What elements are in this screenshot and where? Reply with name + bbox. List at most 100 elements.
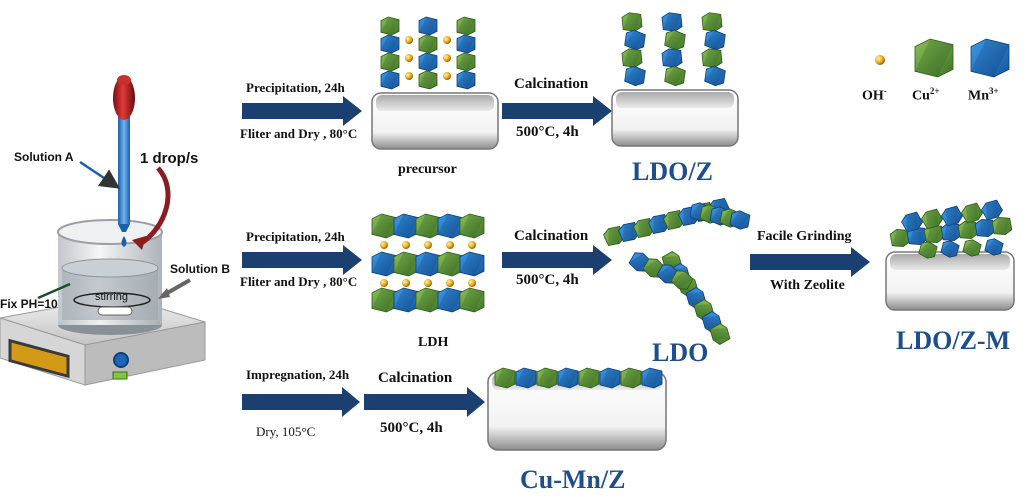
- oh-ion-icon: [405, 54, 413, 62]
- cu-octahedron-icon: [962, 239, 982, 257]
- mn-octahedron-icon: [418, 52, 438, 72]
- oh-ion-icon: [443, 72, 451, 80]
- row3-step1-bottom-label: Dry, 105°C: [256, 424, 316, 439]
- mn-octahedron-icon: [661, 48, 683, 68]
- cu-octahedron-icon: [536, 367, 558, 389]
- row3-step1-top-label: Impregnation, 24h: [246, 367, 350, 382]
- oh-ion-icon: [468, 279, 476, 287]
- legend-mn-icon: [970, 38, 1010, 78]
- row1-step2-top-label: Calcination: [514, 76, 589, 92]
- cu-octahedron-icon: [494, 367, 516, 389]
- legend-cu-label: Cu2+: [912, 86, 940, 104]
- row2-step3-top-label: Facile Grinding: [757, 229, 852, 244]
- cu-octahedron-icon: [918, 241, 938, 259]
- mn-octahedron-icon: [459, 251, 485, 277]
- mn-octahedron-icon: [393, 213, 419, 239]
- mn-octahedron-icon: [437, 213, 463, 239]
- mn-octahedron-icon: [940, 240, 960, 258]
- row1-step2-bottom-label: 500°C, 4h: [516, 124, 579, 140]
- cu-octahedron-icon: [670, 270, 694, 290]
- row2-step1-bottom-label: Fliter and Dry , 80°C: [240, 274, 358, 289]
- flow-arrows: [242, 96, 870, 417]
- arrow-row2-step1: [242, 245, 362, 275]
- row2-step2-bottom-label: 500°C, 4h: [516, 272, 579, 288]
- drop-rate-label: 1 drop/s: [140, 150, 199, 167]
- mn-octahedron-icon: [415, 251, 441, 277]
- ldo-label: LDO: [652, 338, 709, 367]
- knob-icon: [113, 352, 129, 368]
- block-ldo-z: [611, 89, 739, 147]
- ldh-label: LDH: [418, 335, 449, 350]
- mn-octahedron-icon: [418, 16, 438, 36]
- legend-oh-label: OH-: [862, 86, 887, 104]
- mn-octahedron-icon: [380, 34, 400, 54]
- cu-octahedron-icon: [621, 12, 643, 32]
- cu-octahedron-icon: [621, 48, 643, 68]
- droplet-icon: [121, 236, 127, 247]
- arrow-row1-step2: [502, 96, 612, 126]
- oh-ion-icon: [380, 279, 388, 287]
- cu-octahedron-icon: [578, 367, 600, 389]
- oh-ion-icon: [443, 54, 451, 62]
- cu-octahedron-icon: [456, 52, 476, 72]
- solution-b-label: Solution B: [170, 262, 230, 276]
- mn-octahedron-icon: [981, 199, 1003, 221]
- mn-octahedron-icon: [941, 205, 963, 227]
- crystal-structures: [371, 12, 1013, 389]
- cu-octahedron-icon: [459, 213, 485, 239]
- precursor-label: precursor: [398, 162, 457, 177]
- row1-step1-top-label: Precipitation, 24h: [246, 80, 345, 95]
- stir-bar-icon: [97, 306, 133, 316]
- legend-oh-icon: [875, 55, 885, 65]
- cu-octahedron-icon: [664, 29, 686, 51]
- mn-octahedron-icon: [901, 211, 923, 233]
- mn-octahedron-icon: [437, 287, 463, 313]
- solution-a-label: Solution A: [14, 150, 74, 164]
- cu-octahedron-icon: [418, 34, 438, 54]
- mn-octahedron-icon: [641, 367, 663, 389]
- block-ldo-z-m: [885, 251, 1015, 311]
- mn-octahedron-icon: [661, 12, 683, 32]
- pipette-bulb-icon: [113, 76, 135, 120]
- pipette-icon: [118, 110, 130, 224]
- mn-octahedron-icon: [515, 367, 537, 389]
- cu-octahedron-icon: [889, 229, 911, 247]
- mn-octahedron-icon: [704, 29, 726, 51]
- mn-octahedron-icon: [624, 65, 646, 87]
- ldo-z-label: LDO/Z: [632, 157, 713, 186]
- cu-octahedron-icon: [701, 48, 723, 68]
- oh-ion-icon: [468, 241, 476, 249]
- zeolite-blocks: [371, 89, 1015, 451]
- row2-step2-top-label: Calcination: [514, 228, 589, 244]
- curved-arrow-icon: [138, 166, 171, 247]
- indicator-light: [112, 371, 128, 380]
- cu-octahedron-icon: [921, 208, 943, 230]
- arrow-row1-step1: [242, 96, 362, 126]
- mn-octahedron-icon: [974, 219, 996, 237]
- arrow-row2-step2: [502, 245, 612, 275]
- cu-octahedron-icon: [957, 221, 979, 239]
- row3-step2-top-label: Calcination: [378, 370, 453, 386]
- oh-ion-icon: [446, 241, 454, 249]
- oh-ion-icon: [380, 241, 388, 249]
- mn-octahedron-icon: [557, 367, 579, 389]
- cu-octahedron-icon: [380, 16, 400, 36]
- cu-octahedron-icon: [709, 323, 731, 345]
- oh-ion-icon: [446, 279, 454, 287]
- mn-octahedron-icon: [371, 251, 397, 277]
- oh-ion-icon: [424, 279, 432, 287]
- fix-ph-label: Fix PH=10: [0, 297, 58, 311]
- display-panel: [8, 338, 70, 379]
- cu-octahedron-icon: [371, 287, 397, 313]
- cu-octahedron-icon: [415, 213, 441, 239]
- cu-octahedron-icon: [664, 65, 686, 87]
- legend-cu-icon: [914, 38, 954, 78]
- legend-mn-label: Mn3+: [968, 86, 999, 104]
- oh-ion-icon: [405, 36, 413, 44]
- row2-step1-top-label: Precipitation, 24h: [246, 229, 345, 244]
- arrow-row2-step3: [750, 247, 870, 277]
- mn-octahedron-icon: [380, 70, 400, 90]
- mn-octahedron-icon: [456, 34, 476, 54]
- arrow-row3-step1: [242, 387, 360, 417]
